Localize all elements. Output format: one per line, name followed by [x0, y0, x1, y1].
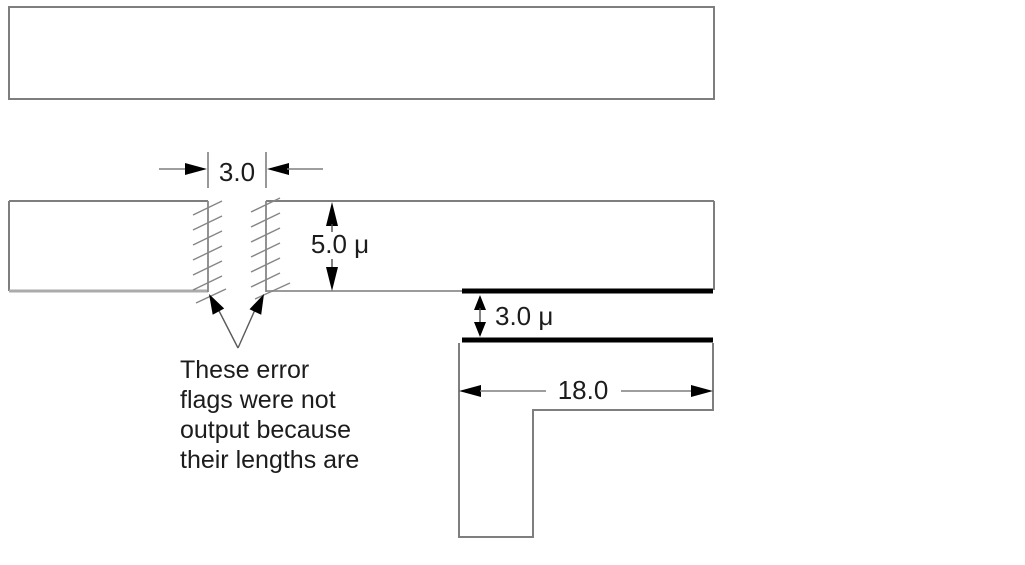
dim-notch-width-label: 3.0 [219, 157, 255, 187]
dim-layer-gap-label: 3.0 μ [495, 301, 553, 331]
dim-top-layer-thickness-label: 5.0 μ [311, 229, 369, 259]
hatch-mark [250, 212, 281, 228]
annotation-line: These error [180, 356, 309, 384]
error-flag-hatching-left [192, 200, 227, 304]
arrowhead-up-icon [474, 295, 486, 310]
top-layer-rect [8, 6, 715, 100]
arrowhead-right-icon [691, 385, 713, 397]
annotation-line: output because [180, 416, 351, 444]
bottom-structure-outline [458, 343, 714, 538]
hatch-mark [250, 197, 281, 213]
hatch-mark [192, 245, 223, 261]
hatch-mark [192, 230, 223, 246]
arrowhead-down-icon [326, 267, 338, 291]
annotation-text: These error flags were not output becaus… [180, 356, 359, 474]
annotation-line: flags were not [180, 386, 336, 414]
hatch-mark [254, 282, 291, 300]
hatch-mark [250, 272, 281, 288]
hatch-mark [250, 257, 281, 273]
error-flag-hatching-right [250, 197, 291, 300]
arrowhead-up-left-icon [209, 294, 225, 315]
arrowhead-left-icon [267, 163, 289, 175]
dim-notch-width: 3.0 [159, 152, 323, 188]
dim-layer-gap: 3.0 μ [474, 295, 553, 337]
arrowhead-up-right-icon [249, 294, 264, 315]
hatch-mark [192, 200, 223, 216]
hatch-mark [250, 227, 281, 243]
error-flag-pointer-arrows [209, 294, 264, 349]
dim-bottom-length-label: 18.0 [558, 375, 609, 405]
arrowhead-left-icon [459, 385, 481, 397]
arrowhead-up-icon [326, 202, 338, 226]
dim-bottom-length: 18.0 [459, 375, 713, 405]
hatch-mark [250, 242, 281, 258]
hatch-mark [192, 275, 223, 291]
arrowhead-down-icon [474, 322, 486, 337]
hatch-mark [192, 260, 223, 276]
arrowhead-right-icon [185, 163, 207, 175]
annotation-line: their lengths are [180, 446, 359, 474]
middle-layer-outline [8, 200, 715, 293]
dim-top-layer-thickness: 5.0 μ [311, 202, 369, 291]
hatch-mark [192, 215, 223, 231]
thick-layer-lines [462, 288, 713, 343]
